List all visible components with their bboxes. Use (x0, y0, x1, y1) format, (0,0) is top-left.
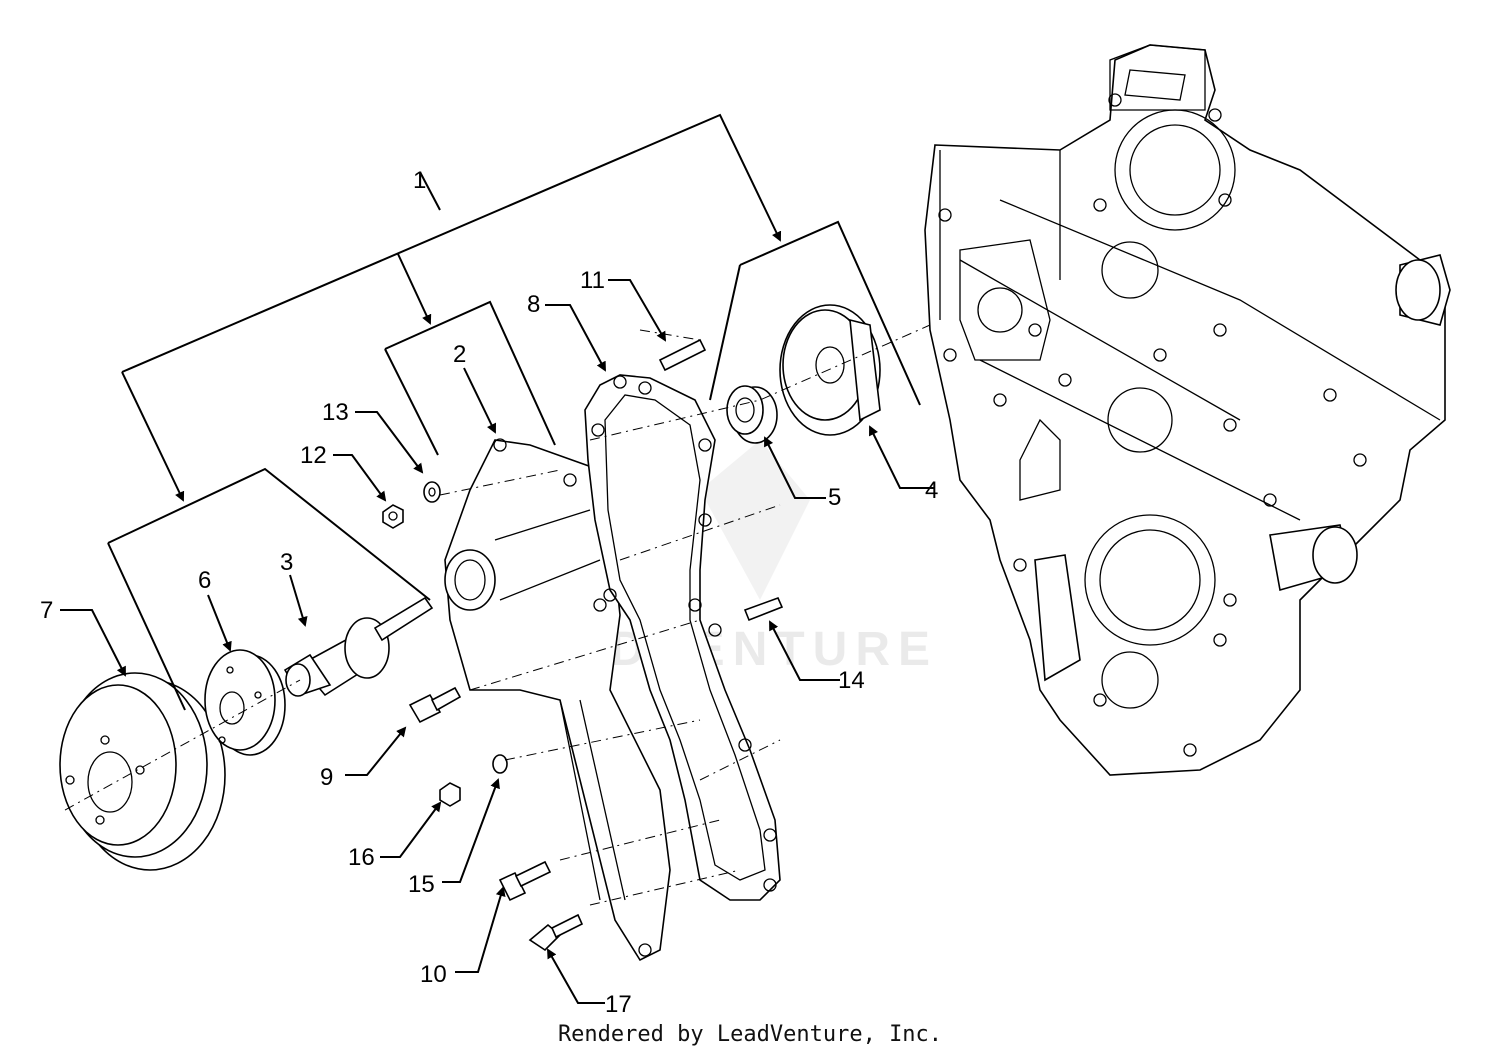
washer-part-13 (423, 481, 441, 503)
callout-15: 15 (408, 871, 435, 898)
callout-9: 9 (320, 764, 333, 791)
callout-11: 11 (580, 267, 605, 294)
nut-part-16 (439, 782, 461, 807)
callout-14: 14 (838, 667, 865, 694)
callout-7: 7 (40, 597, 53, 624)
shaft-bearing-part-3 (283, 596, 434, 697)
seal-part-5 (726, 385, 778, 444)
callout-3: 3 (280, 549, 293, 576)
callout-4: 4 (925, 477, 938, 504)
callout-17: 17 (605, 991, 632, 1018)
washer-part-15 (492, 754, 508, 774)
stud-part-14 (743, 596, 784, 622)
impeller-part-4 (779, 304, 881, 436)
stud-part-11 (658, 338, 707, 372)
callout-2: 2 (453, 341, 466, 368)
callout-1: 1 (413, 167, 426, 194)
bolt-part-17 (528, 913, 584, 952)
render-credit: Rendered by LeadVenture, Inc. (557, 1022, 943, 1047)
assembly-centerlines (64, 324, 931, 906)
callout-6: 6 (198, 567, 211, 594)
leader-lines (60, 279, 935, 1004)
bolt-part-10 (498, 860, 552, 902)
callout-10: 10 (420, 961, 447, 988)
engine-front-cover (924, 44, 1451, 776)
cover-bolt-holes (938, 93, 1367, 757)
callout-13: 13 (322, 399, 349, 426)
callout-labels: 1 2 3 4 5 6 7 8 9 10 11 12 13 14 15 16 1… (40, 167, 938, 1018)
callout-16: 16 (348, 844, 375, 871)
hub-part-6 (204, 649, 286, 756)
assembly-brackets (107, 113, 921, 711)
bolt-part-9 (408, 686, 462, 724)
pulley-part-7 (59, 672, 226, 871)
callout-5: 5 (828, 484, 841, 511)
gasket-part-8 (584, 374, 781, 901)
callout-12: 12 (300, 442, 327, 469)
nut-part-12 (382, 504, 404, 529)
callout-8: 8 (527, 291, 540, 318)
